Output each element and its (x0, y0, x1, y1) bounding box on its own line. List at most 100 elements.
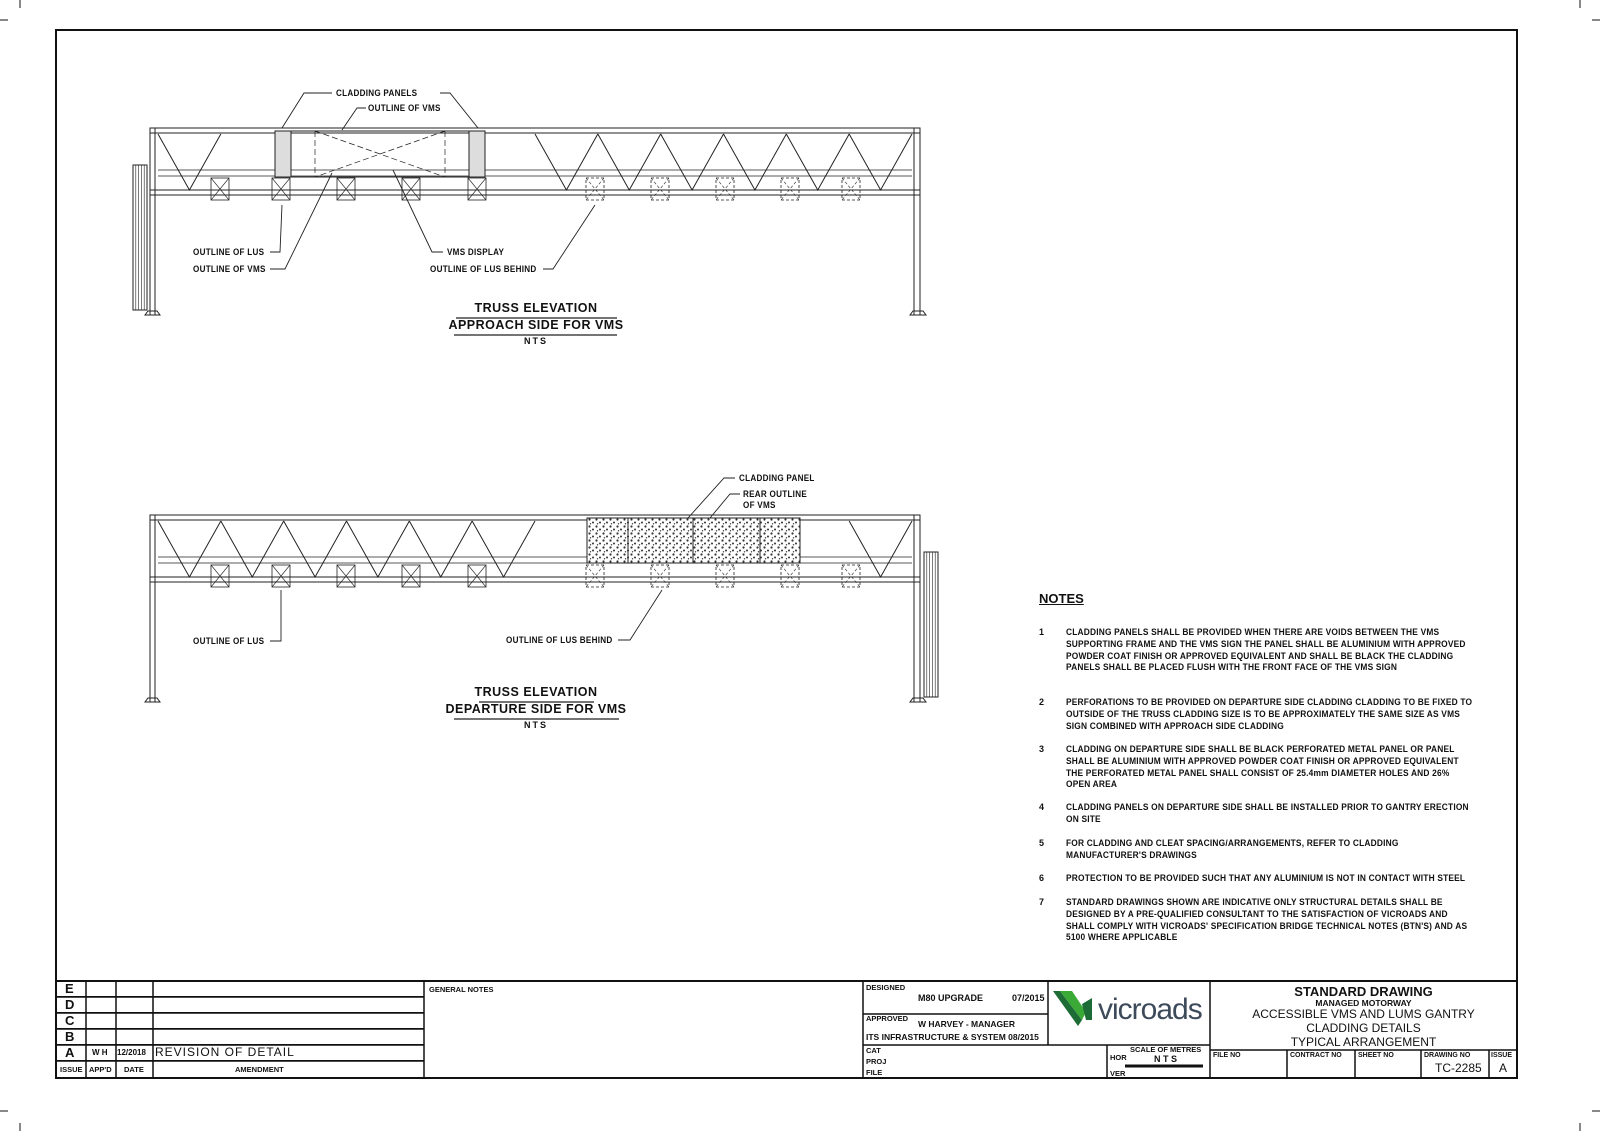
cladding-joints (627, 518, 761, 563)
header-amendment: AMENDMENT (235, 1065, 284, 1074)
lus-cross (841, 564, 861, 588)
vms-outline (290, 130, 470, 178)
contract-no-label: CONTRACT NO (1290, 1052, 1342, 1059)
lus-cross (401, 177, 421, 201)
header-appd: APP'D (89, 1065, 112, 1074)
revision-row: E (56, 981, 424, 997)
lus-outline (841, 564, 861, 588)
note-number: 1 (1039, 627, 1045, 637)
note-text: PROTECTION TO BE PROVIDED SUCH THAT ANY … (1066, 873, 1466, 883)
base-plate (144, 310, 927, 316)
issue-value: A (1499, 1061, 1508, 1075)
lus-cross (650, 177, 670, 201)
lus-cross (210, 564, 230, 588)
lus-cross (780, 177, 800, 201)
lus-cross (585, 177, 605, 201)
base-plate (144, 697, 927, 703)
cladding-panel-left (274, 130, 292, 178)
label-outline-of-vms: OUTLINE OF VMS (193, 264, 266, 274)
approved-name: W HARVEY - MANAGER (918, 1019, 1015, 1029)
post-right (913, 514, 921, 703)
rev-amendment: REVISION OF DETAIL (155, 1045, 295, 1059)
revision-row: D (56, 997, 424, 1013)
lus-outline (401, 564, 421, 588)
lus-outline (650, 177, 670, 201)
scale-label: SCALE OF METRES (1130, 1045, 1202, 1054)
lus-cross (841, 177, 861, 201)
lus-outline (271, 177, 291, 201)
hor-label: HOR (1110, 1053, 1127, 1062)
approved-dept: ITS INFRASTRUCTURE & SYSTEM 08/2015 (866, 1032, 1039, 1042)
lus-cross (271, 564, 291, 588)
label-outline-of-lus-behind: OUTLINE OF LUS BEHIND (506, 635, 613, 645)
drawing-title-3: TYPICAL ARRANGEMENT (1290, 1035, 1437, 1049)
label-cladding-panels: CLADDING PANELS (336, 88, 418, 98)
lus-cross (271, 177, 291, 201)
lus-cross (780, 564, 800, 588)
bottom-chord (149, 576, 921, 583)
post-left (149, 514, 156, 703)
vicroads-logo: vicroads (1098, 993, 1203, 1026)
maintenance-ladder-panel (132, 164, 148, 311)
lus-cross (585, 564, 605, 588)
revision-row: A W H 12/2018 REVISION OF DETAIL (56, 1045, 424, 1061)
note-number: 5 (1039, 838, 1045, 848)
general-notes-label: GENERAL NOTES (429, 985, 494, 994)
lus-cross (715, 564, 735, 588)
lus-outline (715, 177, 735, 201)
sheet-no-label: SHEET NO (1358, 1052, 1394, 1059)
note-number: 3 (1039, 744, 1045, 754)
designed-label: DESIGNED (866, 983, 906, 992)
lus-outline (210, 177, 230, 201)
note-number: 7 (1039, 897, 1045, 907)
maintenance-ladder-panel (923, 551, 939, 698)
lus-cross (715, 177, 735, 201)
truss-web (157, 520, 913, 579)
file-label: FILE (866, 1068, 883, 1077)
truss-elevation-departure (144, 514, 939, 703)
note-number: 6 (1039, 873, 1045, 883)
issue-label: ISSUE (1491, 1052, 1513, 1059)
note-text: CLADDING PANELS ON DEPARTURE SIDE SHALL … (1066, 802, 1469, 824)
ver-label: VER (1110, 1069, 1126, 1078)
drawing-title-2: CLADDING DETAILS (1306, 1021, 1421, 1035)
view-title: TRUSS ELEVATION (474, 685, 598, 699)
label-vms-display: VMS DISPLAY (447, 247, 505, 257)
revision-row: B (56, 1029, 424, 1045)
file-no-label: FILE NO (1213, 1052, 1241, 1059)
revision-row: C (56, 1013, 424, 1029)
rev-issue: C (65, 1013, 75, 1028)
approved-label: APPROVED (866, 1014, 909, 1023)
designed-date: 07/2015 (1012, 993, 1045, 1003)
lus-cross (336, 177, 356, 201)
rev-appd: W H (92, 1048, 108, 1057)
program-name: MANAGED MOTORWAY (1315, 998, 1412, 1008)
label-outline-of-vms: OUTLINE OF VMS (368, 103, 441, 113)
lus-outline (210, 564, 230, 588)
lus-outline (841, 177, 861, 201)
drawing-no: TC-2285 (1435, 1061, 1482, 1075)
truss-elevation-approach (132, 127, 927, 316)
lus-outline (271, 564, 291, 588)
label-outline-of-lus: OUTLINE OF LUS (193, 636, 265, 646)
view-subtitle: APPROACH SIDE FOR VMS (448, 318, 624, 332)
view-scale: NTS (524, 720, 548, 730)
note-text: FOR CLADDING AND CLEAT SPACING/ARRANGEME… (1066, 838, 1399, 860)
title-block-lines (56, 981, 1517, 1078)
note-number: 4 (1039, 802, 1045, 812)
view-scale: NTS (524, 336, 548, 346)
lus-cross (336, 564, 356, 588)
lus-outline (585, 564, 605, 588)
lus-outline (467, 177, 487, 201)
view-subtitle: DEPARTURE SIDE FOR VMS (445, 702, 627, 716)
note-text: PERFORATIONS TO BE PROVIDED ON DEPARTURE… (1066, 697, 1473, 731)
label-rear-outline-of-vms: OF VMS (743, 500, 776, 510)
standard-drawing-heading: STANDARD DRAWING (1294, 984, 1433, 999)
label-outline-of-lus: OUTLINE OF LUS (193, 247, 265, 257)
label-cladding-panel: CLADDING PANEL (739, 473, 815, 483)
note-text: CLADDING PANELS SHALL BE PROVIDED WHEN T… (1066, 627, 1466, 673)
rev-issue: E (65, 981, 74, 996)
drawing-no-label: DRAWING NO (1424, 1052, 1471, 1059)
scale-value: N T S (1154, 1054, 1178, 1064)
